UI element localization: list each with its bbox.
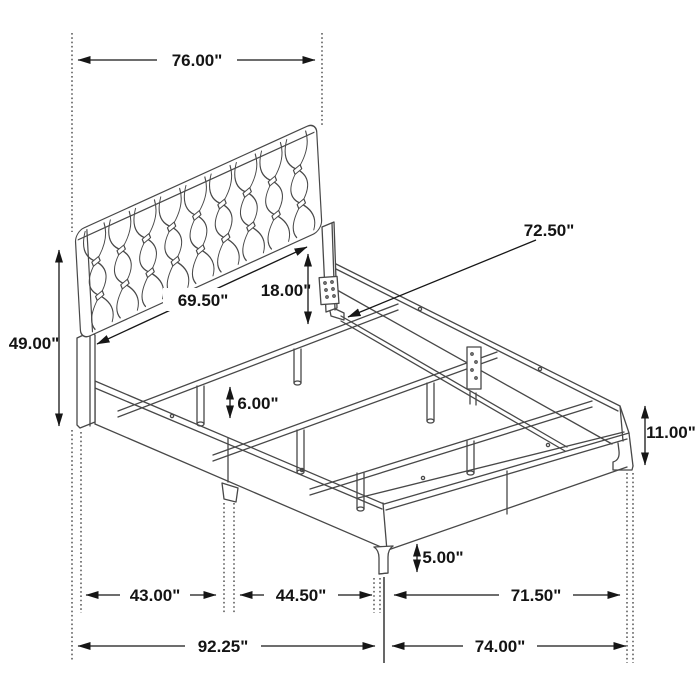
- headboard-bracket: [318, 275, 340, 306]
- right-corner-leg: [612, 405, 634, 471]
- near-side-rail: [94, 380, 389, 551]
- headboard-left-leg: [76, 331, 96, 429]
- slat-legs: [196, 348, 475, 512]
- mid-rail-leg: [221, 482, 239, 503]
- dim-overall-width: 76.00": [172, 51, 223, 70]
- dim-rail-height: 11.00": [646, 423, 696, 442]
- dim-headboard-height: 49.00": [9, 334, 60, 353]
- dim-under-clearance: 6.00": [237, 394, 278, 413]
- dim-center-rail-length: 72.50": [524, 221, 575, 240]
- dim-section-foot: 71.50": [511, 586, 562, 605]
- foot-rail: [357, 431, 630, 552]
- dim-headboard-above-rail: 18.00": [261, 281, 312, 300]
- front-left-leg: [373, 545, 394, 575]
- extension-lines: [71, 33, 634, 663]
- dim-overall-length: 92.25": [198, 637, 249, 656]
- dimension-lines: [55, 56, 649, 650]
- center-rail: [328, 305, 568, 452]
- dim-section-head: 43.00": [130, 586, 181, 605]
- slats: [117, 303, 593, 496]
- dimension-labels: 76.00" 49.00" 69.50" 18.00" 72.50" 6.00"…: [9, 48, 696, 656]
- bed-frame-drawing: [74, 124, 634, 575]
- dim-rail-length: 74.00": [475, 637, 526, 656]
- dim-headboard-width-inner: 69.50": [178, 291, 229, 310]
- dim-section-mid: 44.50": [276, 586, 327, 605]
- dim-foot-leg-height: 5.00": [422, 548, 463, 567]
- center-support-bracket: [466, 346, 482, 406]
